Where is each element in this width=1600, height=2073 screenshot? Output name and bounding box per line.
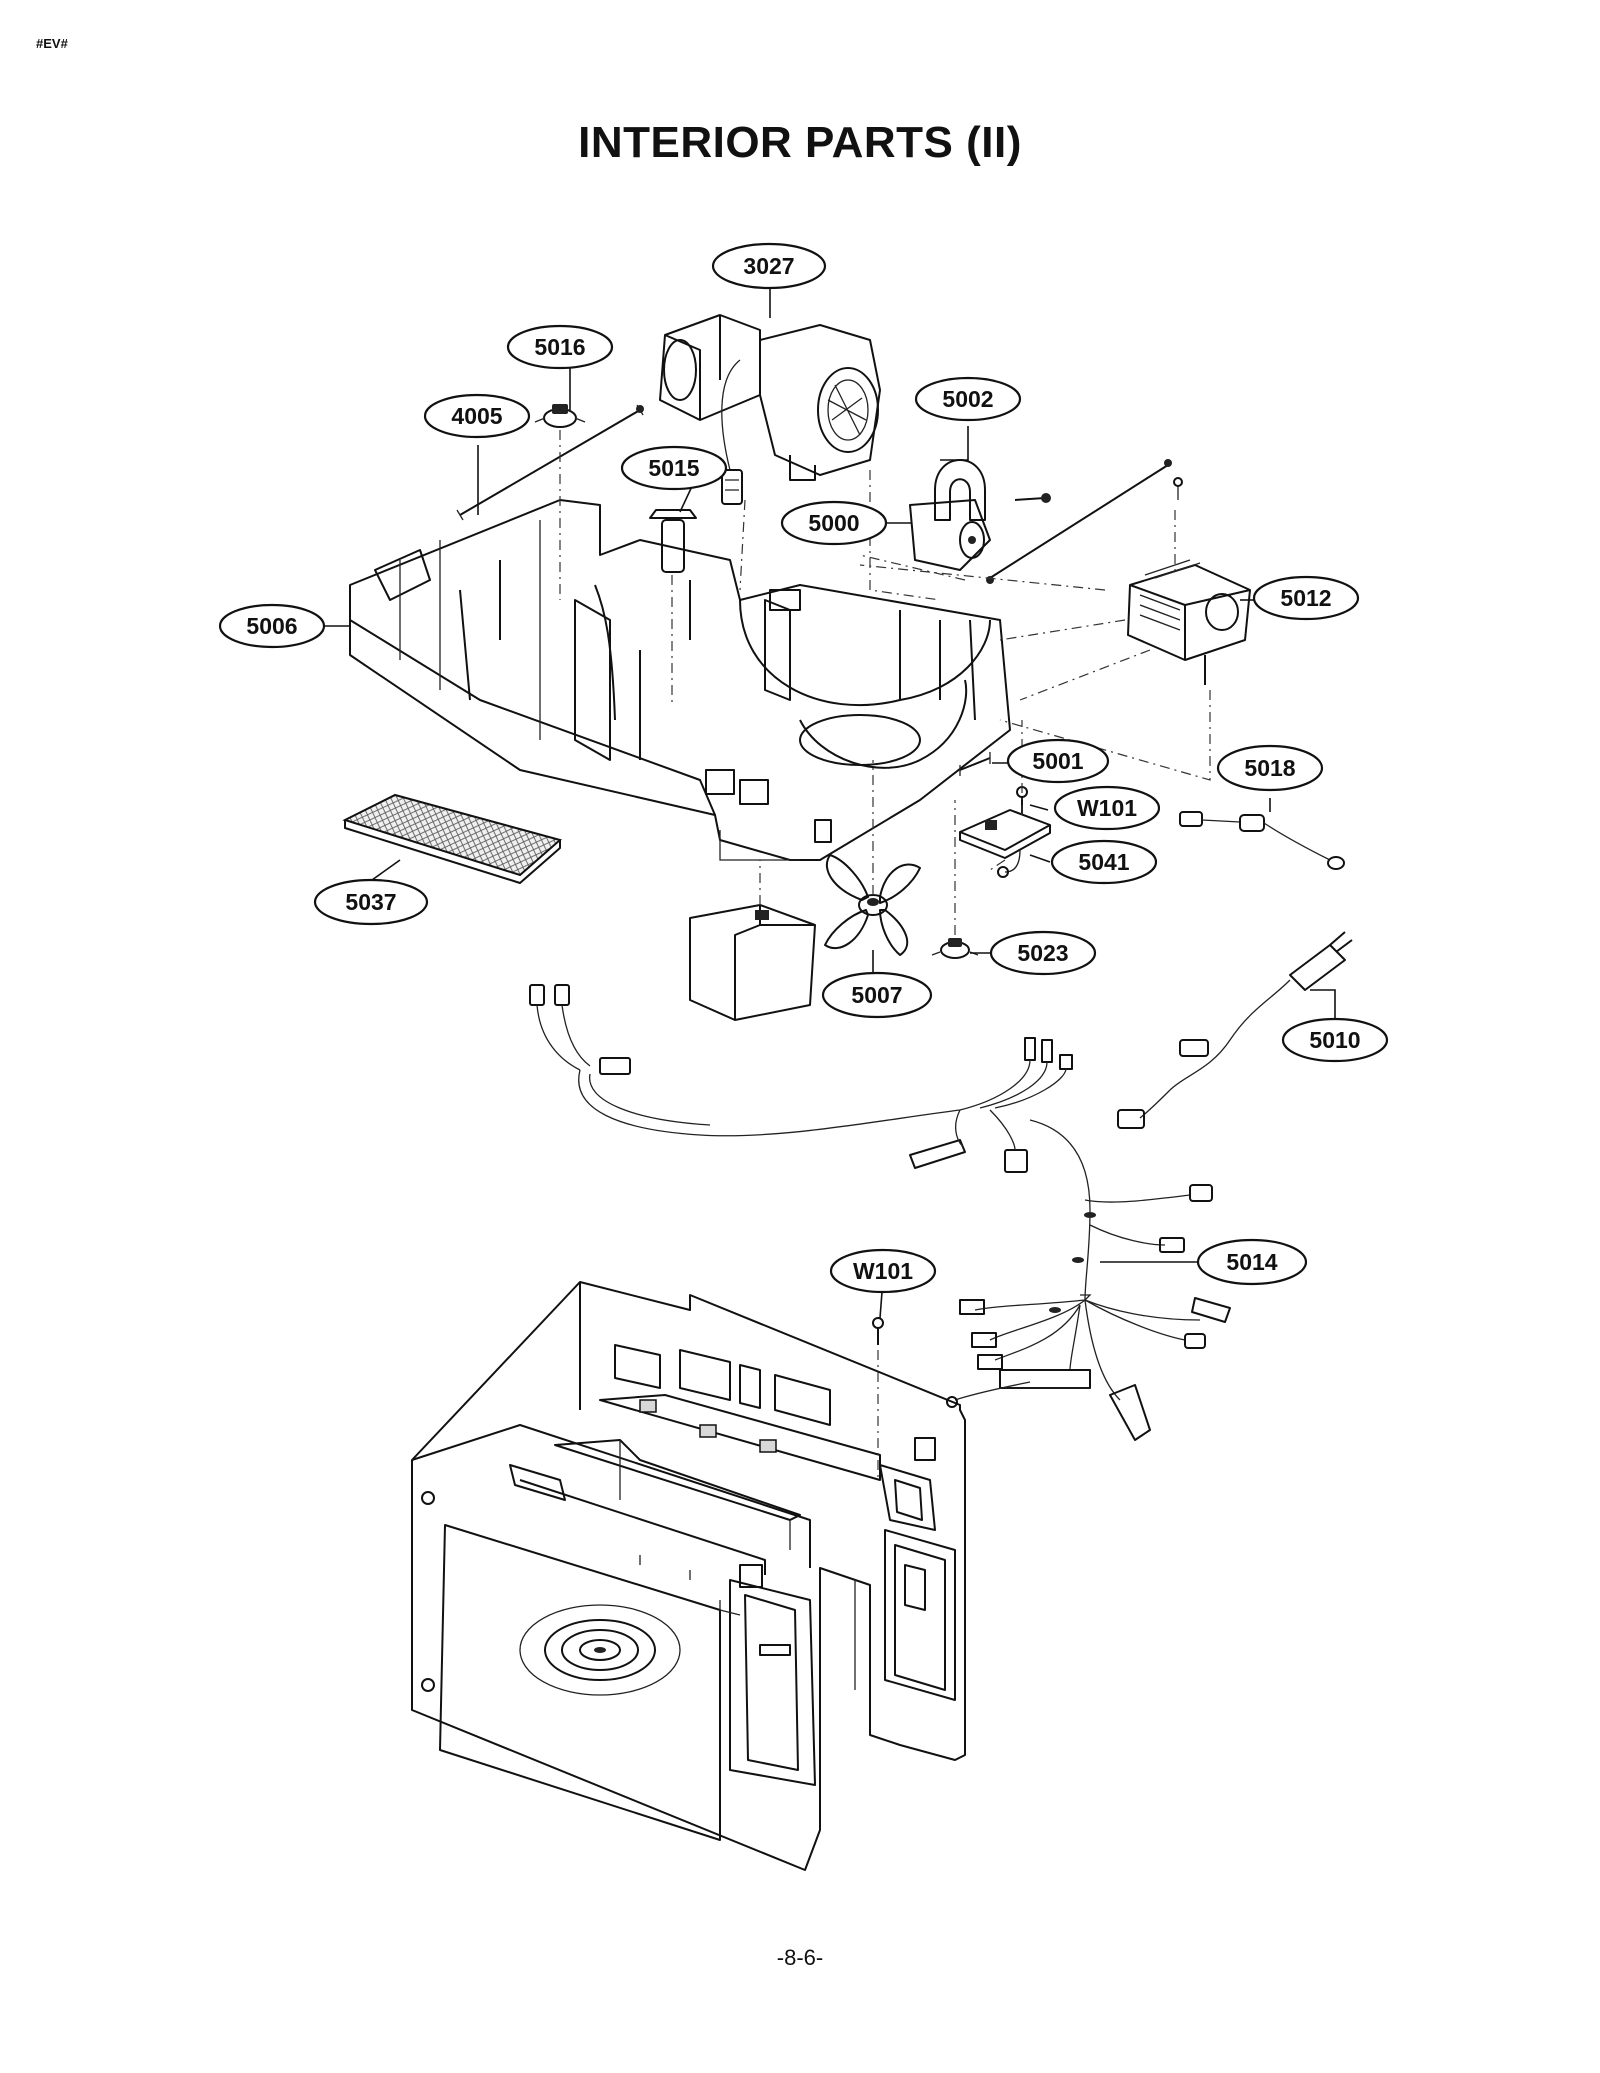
callout-5037: 5037: [313, 878, 429, 926]
callout-label: 5006: [246, 613, 297, 639]
board-5041: [959, 786, 1051, 878]
callout-5018: 5018: [1216, 744, 1324, 792]
motor-5012: [1127, 559, 1251, 685]
callout-5006: 5006: [218, 603, 326, 649]
thermostat-5016: [534, 404, 586, 428]
callout-label: 5010: [1309, 1027, 1360, 1053]
callout-4005: 4005: [423, 393, 531, 439]
callout-5012: 5012: [1252, 575, 1360, 621]
corner-tag: #EV#: [36, 36, 68, 51]
callout-label: 5002: [942, 386, 993, 412]
thermostat-5023: [931, 938, 979, 959]
page-title: INTERIOR PARTS (II): [578, 118, 1022, 167]
callout-3027: 3027: [711, 242, 827, 290]
duct-box: [689, 904, 816, 1021]
callout-label: 5007: [851, 982, 902, 1008]
wire-harness-5014: [529, 984, 1231, 1441]
callout-label: W101: [853, 1258, 913, 1284]
callout-5001: 5001: [1006, 738, 1110, 784]
page-number: -8-6-: [776, 1945, 824, 1970]
callout-label: 5023: [1017, 940, 1068, 966]
shaft-right: [986, 459, 1183, 584]
callout-5023: 5023: [989, 930, 1097, 976]
callout-5015: 5015: [620, 445, 728, 491]
filter-5037: [342, 793, 563, 884]
callout-label: 5018: [1244, 755, 1295, 781]
callout-w101-upper: W101: [1053, 785, 1161, 831]
callout-5000: 5000: [780, 500, 888, 546]
callout-label: 5014: [1226, 1249, 1277, 1275]
callout-5010: 5010: [1281, 1017, 1389, 1063]
callout-label: W101: [1077, 795, 1137, 821]
part-5002-5000: [909, 459, 1051, 571]
callout-5002: 5002: [914, 376, 1022, 422]
callout-label: 3027: [743, 253, 794, 279]
screw-w101-lower: [872, 1317, 884, 1345]
callout-w101-lower: W101: [829, 1248, 937, 1294]
power-cord-5010: [1117, 931, 1353, 1129]
part-5015: [649, 509, 697, 573]
oven-cavity: [411, 1281, 966, 1871]
callout-label: 5041: [1078, 849, 1129, 875]
callout-label: 5001: [1032, 748, 1083, 774]
callout-label: 5037: [345, 889, 396, 915]
cable-5018: [1179, 811, 1345, 870]
callout-label: 5012: [1280, 585, 1331, 611]
callout-label: 5016: [534, 334, 585, 360]
shaft-4005: [456, 404, 644, 521]
callout-label: 5000: [808, 510, 859, 536]
callout-label: 5015: [648, 455, 699, 481]
callout-label: 4005: [451, 403, 502, 429]
part-5001: [959, 752, 991, 776]
callout-5016: 5016: [506, 324, 614, 370]
callout-5014: 5014: [1196, 1238, 1308, 1286]
projection-lines: [559, 430, 1211, 1480]
callout-5007: 5007: [821, 971, 933, 1019]
callout-5041: 5041: [1050, 839, 1158, 885]
fan-motor-assembly: [659, 314, 881, 505]
main-housing-5006: [349, 499, 1011, 861]
